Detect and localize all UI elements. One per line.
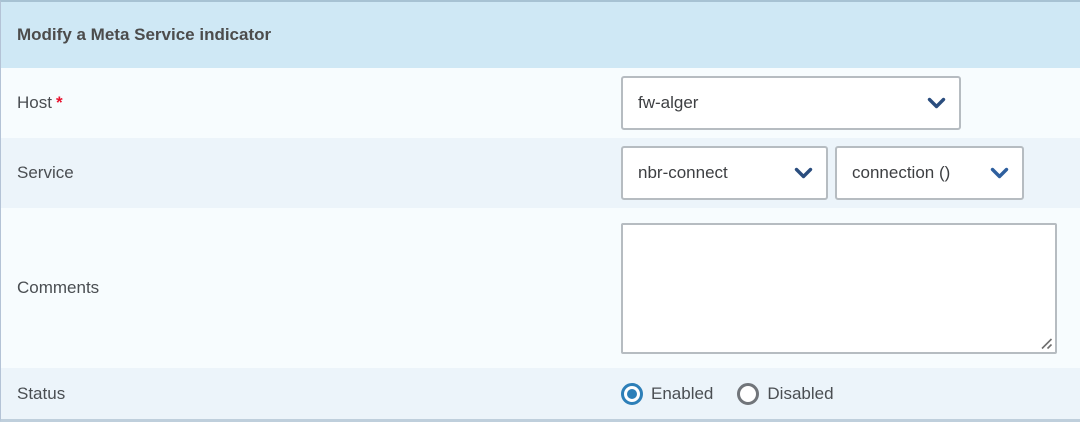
radio-disabled-label: Disabled — [767, 383, 834, 403]
host-label: Host — [17, 93, 52, 112]
chevron-down-icon — [990, 167, 1009, 180]
service-select[interactable]: nbr-connect — [621, 146, 828, 200]
radio-enabled[interactable]: Enabled — [621, 382, 714, 405]
status-control-cell: Enabled Disabled — [621, 382, 858, 405]
comments-label-cell: Comments — [1, 278, 621, 298]
host-label-cell: Host* — [1, 93, 621, 113]
required-asterisk: * — [55, 93, 63, 112]
service-select-value: nbr-connect — [638, 163, 728, 182]
status-radio-group: Enabled Disabled — [621, 382, 858, 405]
status-row: Status Enabled Disabled — [1, 368, 1080, 419]
service-row: Service nbr-connect connection () — [1, 138, 1080, 208]
comments-control-cell — [621, 222, 1057, 354]
comments-textarea-wrap — [621, 222, 1057, 354]
radio-enabled-label: Enabled — [651, 383, 714, 403]
host-control-cell: fw-alger — [621, 76, 961, 130]
status-label-cell: Status — [1, 384, 621, 404]
comments-textarea[interactable] — [621, 222, 1057, 354]
form-header: Modify a Meta Service indicator — [1, 2, 1080, 68]
service-control-cell: nbr-connect connection () — [621, 146, 1024, 200]
form-title: Modify a Meta Service indicator — [17, 25, 272, 44]
chevron-down-icon — [927, 97, 946, 110]
radio-circle-icon — [737, 382, 760, 405]
metric-select-value: connection () — [852, 163, 951, 182]
radio-disabled[interactable]: Disabled — [737, 382, 834, 405]
metric-select[interactable]: connection () — [835, 146, 1024, 200]
comments-row: Comments — [1, 208, 1080, 368]
chevron-down-icon — [794, 167, 813, 180]
host-select[interactable]: fw-alger — [621, 76, 961, 130]
service-label-cell: Service — [1, 163, 621, 183]
host-row: Host* fw-alger — [1, 68, 1080, 138]
service-label: Service — [17, 163, 74, 182]
radio-circle-icon — [621, 382, 643, 405]
status-label: Status — [17, 383, 66, 403]
comments-label: Comments — [17, 278, 100, 297]
host-select-value: fw-alger — [638, 93, 699, 112]
